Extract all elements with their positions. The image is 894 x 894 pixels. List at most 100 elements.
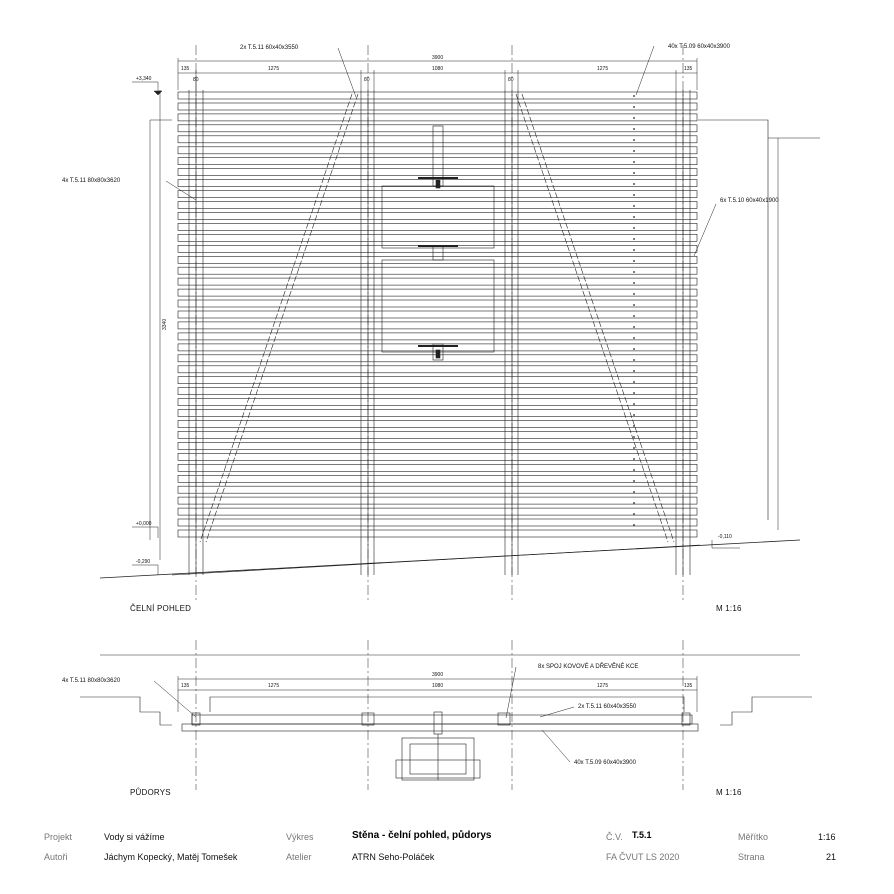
slat	[177, 507, 698, 516]
screw-dot	[633, 260, 635, 262]
screw-dots	[633, 95, 635, 526]
slat	[177, 431, 698, 439]
screw-dot	[633, 348, 635, 350]
diagonal-braces	[199, 93, 675, 543]
level-zero: +0,000	[136, 521, 152, 527]
vykres-label: Výkres	[286, 832, 314, 842]
screw-dot	[633, 326, 635, 328]
level-low: -0,290	[136, 559, 150, 565]
slat	[177, 376, 698, 385]
slat	[177, 398, 698, 406]
elevation-title: ČELNÍ POHLED	[130, 604, 192, 613]
plan-scale: M 1:16	[716, 788, 742, 797]
post-dim-2: 80	[364, 77, 370, 83]
slat	[177, 168, 698, 176]
screw-dot	[633, 458, 635, 460]
plan-label-left: 4x T.5.11 80x80x3620	[62, 678, 121, 684]
screw-dot	[633, 447, 635, 449]
screw-dot	[633, 491, 635, 493]
label-top-right: 40x T.5.09 60x40x3900	[668, 44, 731, 50]
screw-dot	[633, 139, 635, 141]
plan-label-mid: 2x T.5.11 60x40x3550	[578, 704, 637, 710]
screw-dot	[633, 359, 635, 361]
slat	[177, 288, 698, 297]
dim-seg-5: 135	[684, 66, 693, 72]
slat	[177, 365, 698, 374]
slat	[177, 190, 698, 198]
autori-label: Autoři	[44, 852, 68, 862]
screw-dot	[633, 95, 635, 97]
screw-dot	[633, 414, 635, 416]
slat	[177, 496, 698, 505]
slat	[177, 463, 698, 472]
slat	[177, 102, 698, 111]
screw-dot	[633, 128, 635, 130]
strana-label: Strana	[738, 852, 765, 862]
post-dim-3: 80	[508, 77, 514, 83]
slat	[177, 321, 698, 330]
strana-value: 21	[826, 852, 837, 862]
level-right: -0,110	[718, 534, 732, 540]
screw-dot	[633, 502, 635, 504]
dim-seg-4: 1275	[597, 66, 608, 72]
screw-dot	[633, 425, 635, 427]
screw-dot	[633, 238, 635, 240]
slat	[177, 234, 698, 242]
slat	[177, 277, 698, 286]
cv-value: T.5.1	[632, 830, 652, 840]
slat	[177, 409, 698, 417]
screw-dot	[633, 205, 635, 207]
slat	[177, 113, 698, 122]
slat	[177, 310, 698, 319]
slat	[177, 420, 698, 428]
slat	[177, 332, 698, 341]
slat	[177, 266, 698, 275]
slat	[177, 485, 698, 494]
screw-dot	[633, 403, 635, 405]
slat	[177, 387, 698, 395]
slat	[177, 255, 698, 264]
slat	[177, 157, 698, 165]
slat	[177, 452, 698, 461]
screw-dot	[633, 524, 635, 526]
vykres-value: Stěna - čelní pohled, půdorys	[352, 830, 492, 841]
screw-dot	[633, 436, 635, 438]
screw-dot	[633, 513, 635, 515]
cv-label: Č.V.	[606, 832, 623, 842]
elevation-labels: 2x T.5.11 60x40x3550 40x T.5.09 60x40x39…	[62, 44, 779, 565]
screw-dot	[633, 106, 635, 108]
elevation-scale: M 1:16	[716, 604, 742, 613]
plan-overall-dim: 3900	[432, 672, 443, 678]
slat	[177, 146, 698, 155]
meritko-value: 1:16	[818, 832, 836, 842]
slat	[177, 91, 698, 100]
dim-seg-1: 135	[181, 66, 190, 72]
plan-view	[80, 640, 812, 790]
screw-dot	[633, 315, 635, 317]
slat	[177, 518, 698, 527]
plan-dim-5: 135	[684, 683, 693, 689]
screw-dot	[633, 216, 635, 218]
slat	[177, 124, 698, 133]
screw-dot	[633, 194, 635, 196]
height-dim: 3340	[162, 319, 168, 330]
screw-dot	[633, 293, 635, 295]
central-frame	[381, 125, 495, 361]
plan-title: PŮDORYS	[130, 788, 171, 797]
plan-labels: 4x T.5.11 80x80x3620 8x SPOJ KOVOVÉ A DŘ…	[62, 662, 693, 766]
post-dim-1: 80	[193, 77, 199, 83]
screw-dot	[633, 304, 635, 306]
slat	[177, 212, 698, 220]
dim-seg-3: 1080	[432, 66, 443, 72]
label-top-left: 2x T.5.11 60x40x3550	[240, 45, 299, 51]
screw-dot	[633, 150, 635, 152]
plan-dim-2: 1275	[268, 683, 279, 689]
screw-dot	[633, 337, 635, 339]
screw-dot	[633, 117, 635, 119]
screw-dot	[633, 249, 635, 251]
plan-dim-1: 135	[181, 683, 190, 689]
plan-dim-4: 1275	[597, 683, 608, 689]
dim-seg-2: 1275	[268, 66, 279, 72]
plan-label-bottom: 40x T.5.09 60x40x3900	[574, 760, 637, 766]
